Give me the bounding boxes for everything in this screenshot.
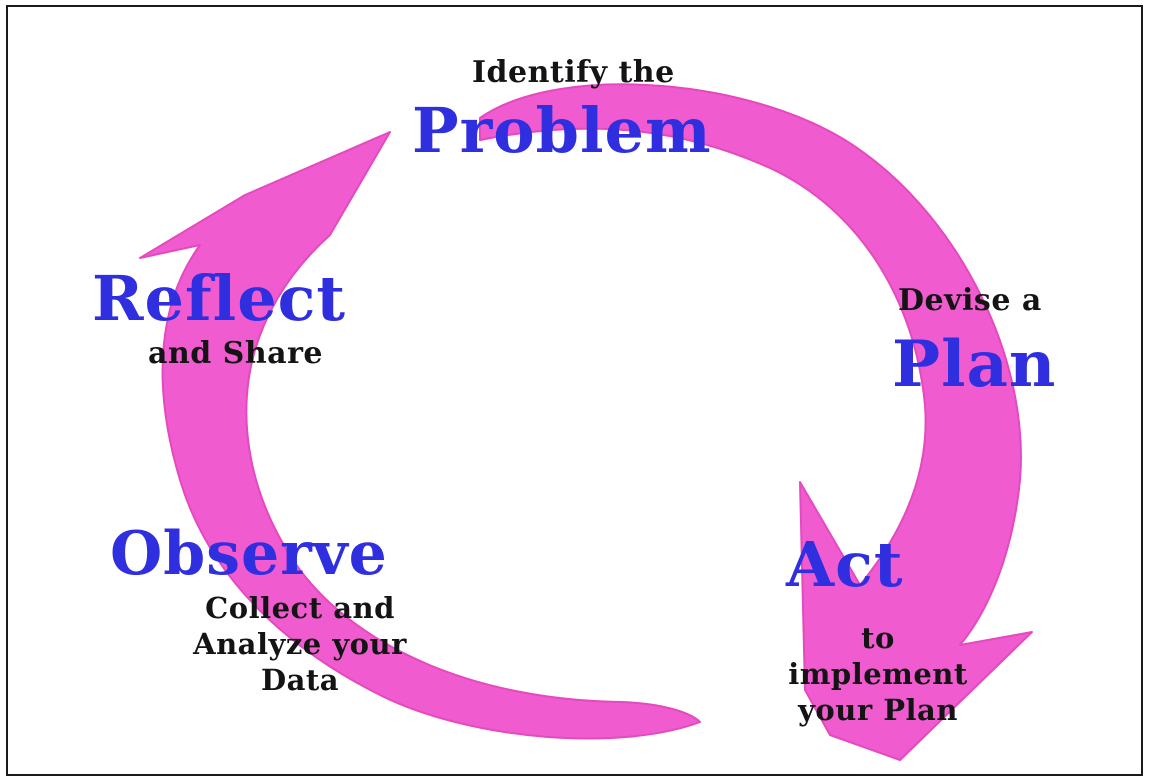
observe-heading: Observe — [110, 519, 388, 589]
plan-subtitle: Devise a — [898, 283, 1042, 318]
arrow-observe-to-reflect — [139, 131, 701, 740]
act-line-1: to — [861, 621, 895, 655]
plan-heading: Plan — [892, 327, 1057, 402]
arrow-problem-to-act — [479, 83, 1033, 761]
act-line-2: implement — [788, 657, 968, 691]
problem-subtitle: Identify the — [472, 55, 675, 90]
observe-description: Collect and Analyze your Data — [140, 590, 460, 698]
act-line-3: your Plan — [798, 693, 958, 727]
reflect-heading: Reflect — [92, 262, 347, 335]
act-description: to implement your Plan — [748, 620, 1008, 728]
observe-line-2: Analyze your — [193, 627, 407, 661]
reflect-subtitle: and Share — [148, 336, 323, 371]
observe-line-1: Collect and — [205, 591, 395, 625]
problem-heading: Problem — [412, 94, 712, 167]
observe-line-3: Data — [260, 663, 340, 697]
act-heading: Act — [786, 528, 904, 601]
